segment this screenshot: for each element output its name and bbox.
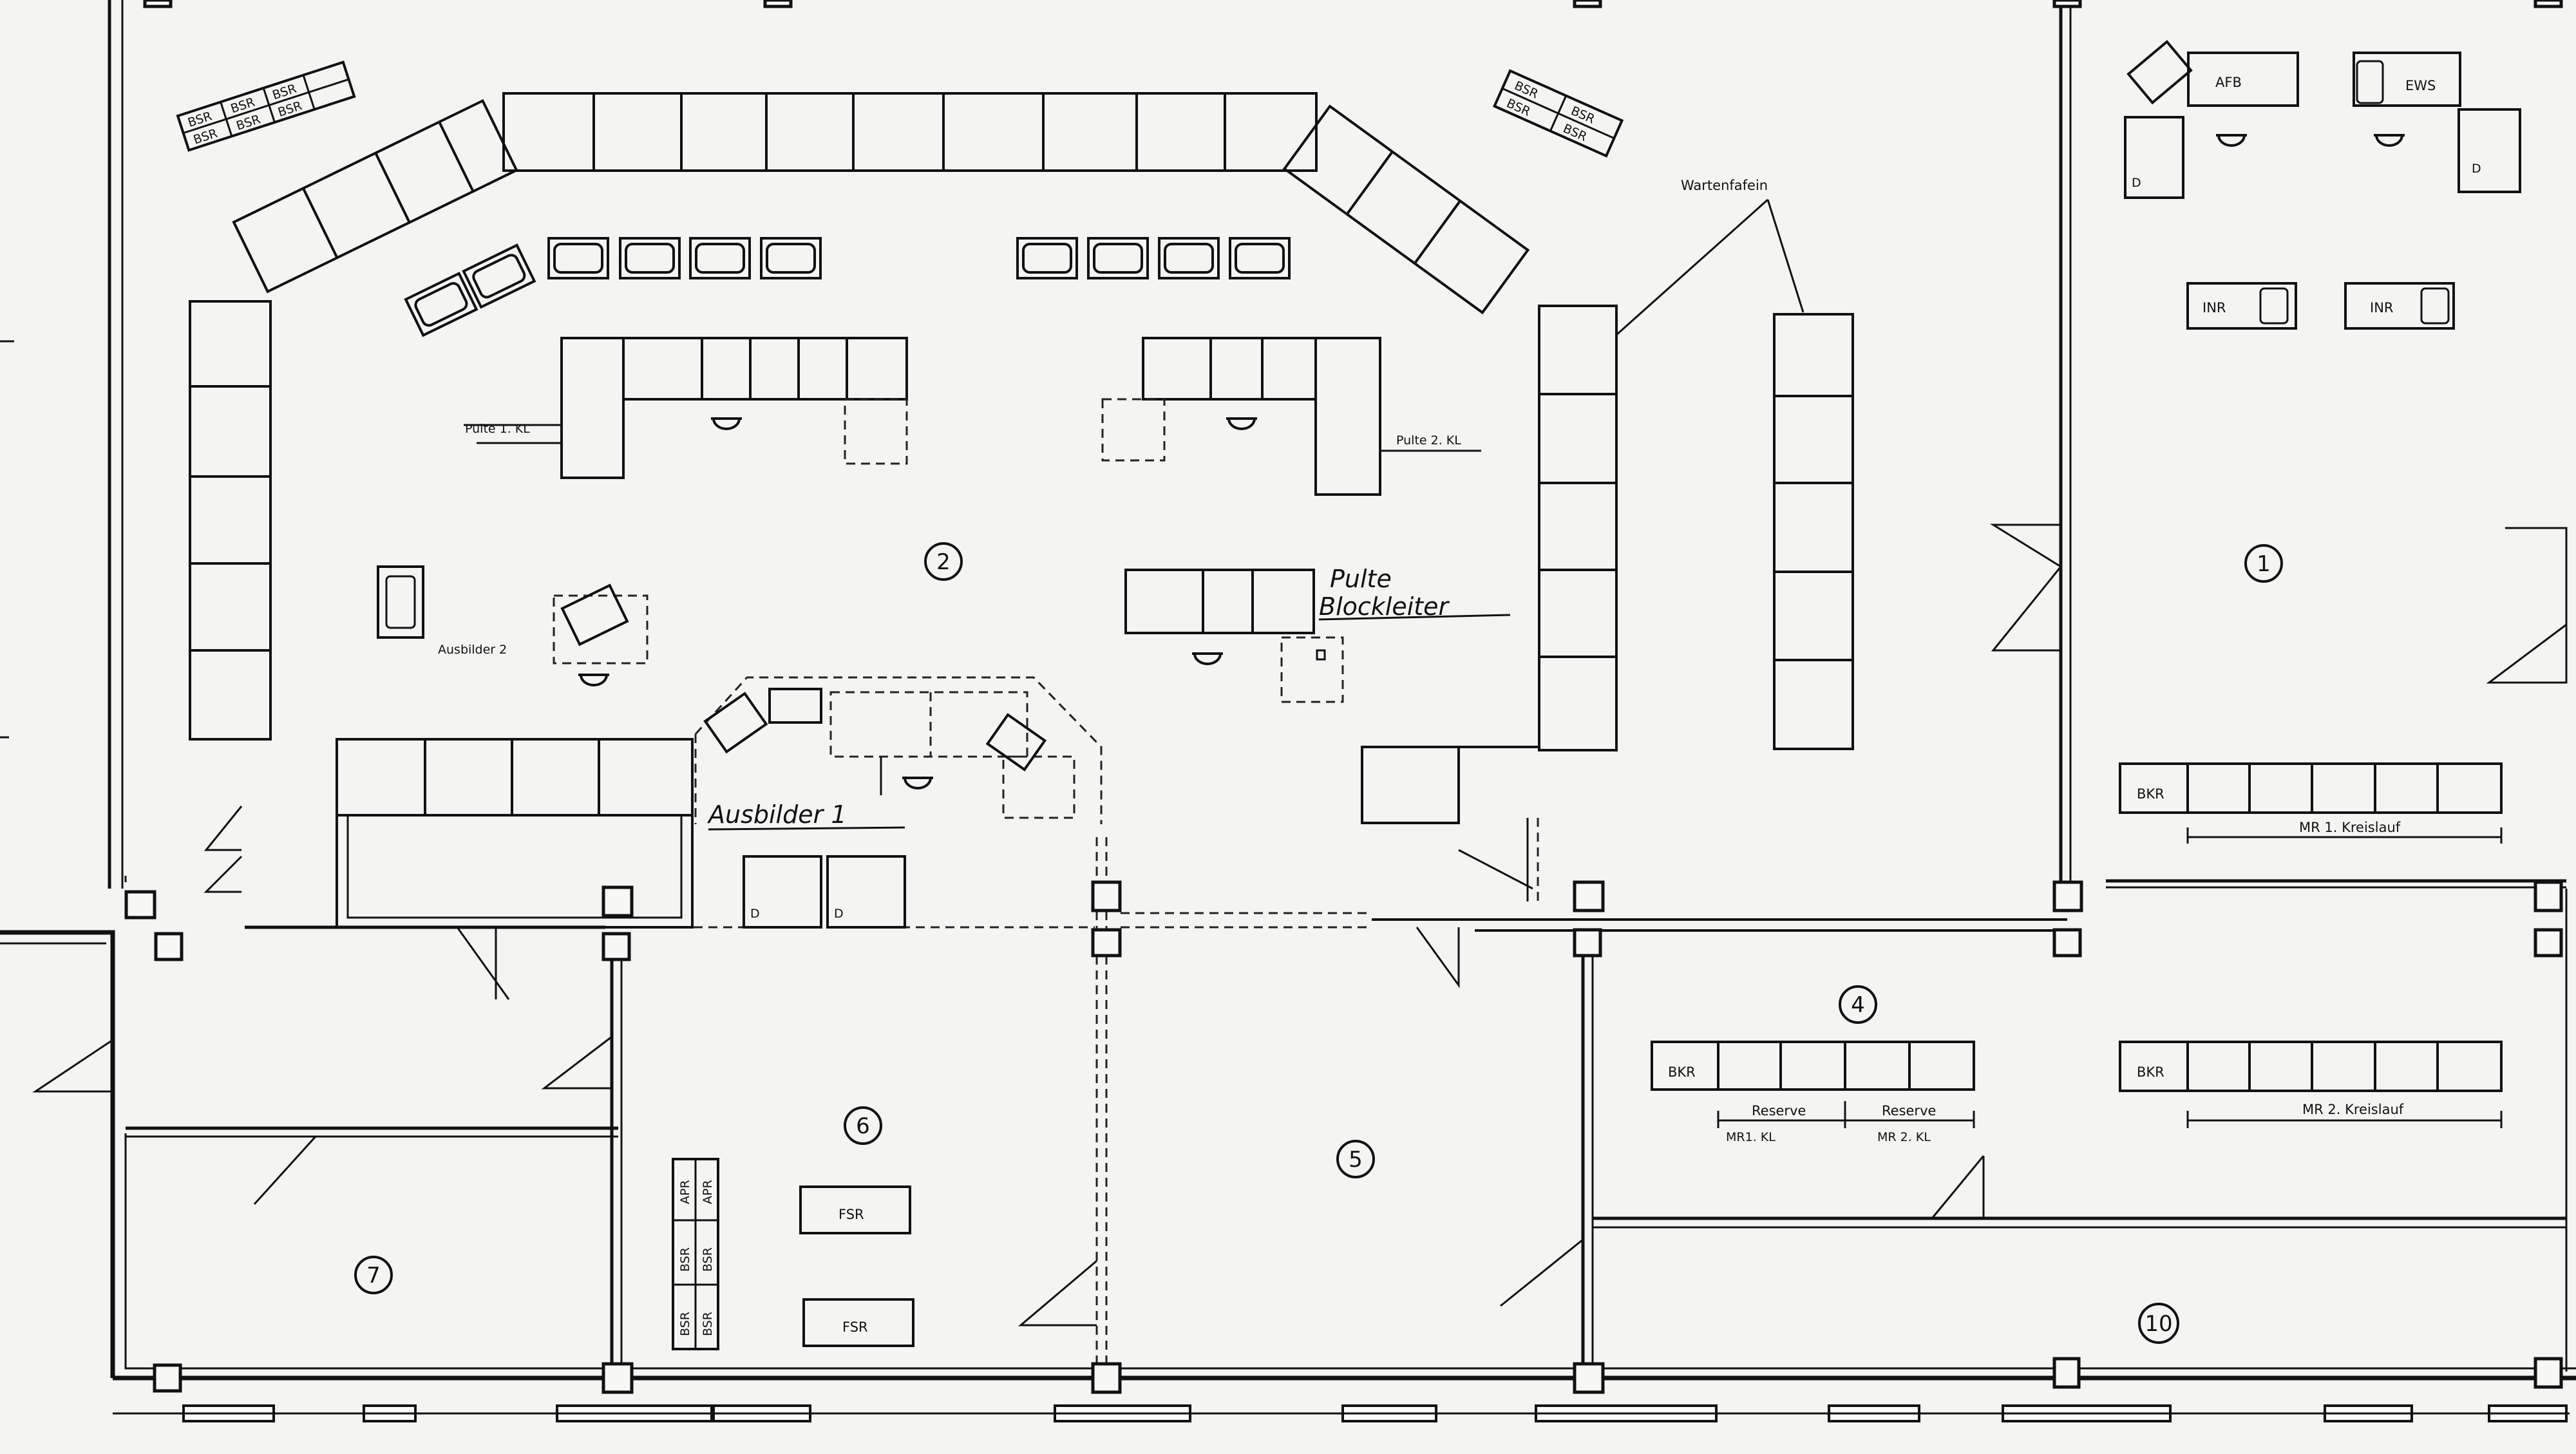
room-7: 7 — [354, 1256, 393, 1294]
room-1: AFB EWS D D INR INR 1 BKR MR 1. Kreislau… — [2119, 40, 2521, 844]
apr-label: APR — [678, 1180, 692, 1204]
room-number-2: 2 — [936, 549, 951, 575]
afb-label: AFB — [2215, 75, 2242, 90]
mr1-kreislauf-label: MR 1. Kreislauf — [2299, 820, 2401, 835]
mr1-kl-label: MR1. KL — [1726, 1130, 1776, 1144]
pulte-1kl-label: Pulte 1. KL — [465, 422, 530, 436]
room-number-10: 10 — [2145, 1311, 2172, 1337]
room-5: 5 — [1336, 1140, 1375, 1178]
inr-label: INR — [2202, 300, 2226, 316]
pulte-2kl-label: Pulte 2. KL — [1396, 433, 1461, 448]
ausbilder-2-label: Ausbilder 2 — [438, 643, 507, 657]
d-label: D — [750, 907, 760, 921]
ews-label: EWS — [2405, 78, 2436, 93]
wartenfafein-label: Wartenfafein — [1681, 178, 1768, 193]
room-4: 4 BKR Reserve Reserve MR1. KL MR 2. KL B… — [1651, 985, 2503, 1144]
inr-label: INR — [2370, 300, 2394, 316]
windows — [113, 1404, 2570, 1422]
room-number-7: 7 — [366, 1263, 381, 1289]
bsr-label: BSR — [701, 1312, 715, 1336]
mr2-kl-label: MR 2. KL — [1877, 1130, 1931, 1144]
fsr-label: FSR — [838, 1207, 864, 1222]
pulte-label: Pulte — [1330, 565, 1392, 593]
room-6: 6 APR APR BSR BSR BSR BSR FSR FSR — [672, 1106, 914, 1350]
control-room-2: Wartenfafein BSR BSR BSR BSR BSR BSR BSR… — [176, 61, 1854, 929]
apr-label: APR — [701, 1180, 715, 1204]
room-number-5: 5 — [1349, 1147, 1363, 1173]
bsr-label: BSR — [678, 1247, 692, 1272]
room-number-6: 6 — [856, 1113, 870, 1139]
door-swings — [32, 524, 2568, 1327]
bsr-label: BSR — [701, 1247, 715, 1272]
d-label: D — [2472, 162, 2481, 176]
columns — [124, 0, 2563, 1394]
bkr-label: BKR — [2137, 1064, 2164, 1080]
exterior-walls — [0, 0, 2576, 1381]
bsr-label: BSR — [678, 1312, 692, 1336]
bkr-label: BKR — [1668, 1064, 1696, 1080]
interior-walls — [124, 818, 2566, 1368]
room-10: 10 — [2138, 1303, 2179, 1344]
d-label: D — [834, 907, 844, 921]
reserve-label: Reserve — [1752, 1103, 1806, 1119]
d-label: D — [2132, 176, 2141, 190]
room-number-4: 4 — [1851, 992, 1865, 1018]
fsr-label: FSR — [842, 1319, 868, 1335]
bkr-label: BKR — [2137, 786, 2164, 802]
ausbilder-1-label: Ausbilder 1 — [706, 800, 847, 829]
room-number-1: 1 — [2257, 551, 2271, 577]
mr2-kreislauf-label: MR 2. Kreislauf — [2302, 1102, 2404, 1117]
reserve-label: Reserve — [1882, 1103, 1936, 1119]
edge-ticks — [0, 340, 206, 741]
